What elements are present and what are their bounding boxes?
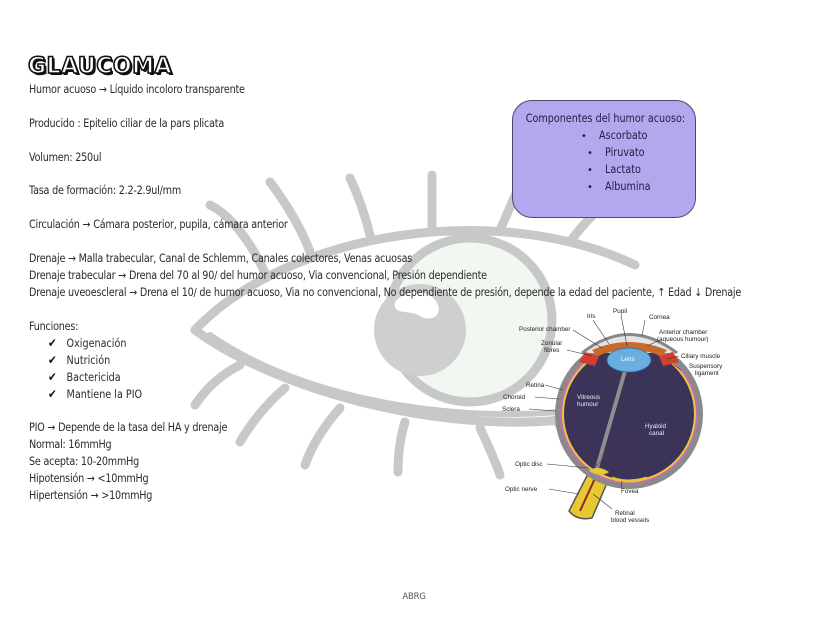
label-optic-disc: Optic disc [515, 461, 543, 468]
label-vitreous: Vitreous [577, 394, 600, 401]
page-title: GLAUCOMA [27, 53, 173, 80]
label-ciliary-muscle: Ciliary muscle [681, 353, 721, 360]
checkmark-icon: ✔ [48, 336, 57, 350]
label-pupil: Pupil [613, 308, 628, 315]
label-aqueous-humour: (aqueous humour) [657, 336, 709, 343]
component-item: •Piruvato [587, 146, 645, 159]
drenaje-trabecular-line: Drenaje trabecular → Drena del 70 al 90∕… [29, 269, 487, 282]
funcion-item: ✔ Nutrición [48, 353, 110, 368]
bullet-icon: • [587, 165, 593, 176]
funcion-label: Nutrición [66, 354, 111, 367]
component-item: •Ascorbato [581, 129, 648, 142]
drenaje-line: Drenaje → Malla trabecular, Canal de Sch… [29, 252, 413, 265]
drenaje-uveoescleral-line: Drenaje uveoescleral → Drena el 10∕ de h… [29, 286, 742, 299]
funcion-item: ✔ Oxigenación [48, 336, 126, 351]
humor-acuoso-line: Humor acuoso → Líquido incoloro transpar… [29, 83, 245, 96]
funciones-heading: Funciones: [29, 320, 79, 333]
tasa-formacion-line: Tasa de formación: 2.2-2.9ul/mm [29, 184, 181, 197]
label-retina: Retina [526, 382, 545, 389]
bullet-icon: • [581, 131, 587, 142]
label-lens: Lens [621, 356, 635, 363]
checkmark-icon: ✔ [48, 353, 57, 367]
eye-anatomy-diagram: Pupil Iris Cornea Posterior chamber Ante… [497, 306, 737, 530]
label-iris: Iris [587, 313, 596, 320]
label-blood-vessels: blood vessels [611, 517, 650, 524]
label-canal: canal [649, 430, 665, 437]
label-fovea: Fovea [621, 488, 639, 495]
funcion-label: Mantiene la PIO [66, 388, 143, 401]
producido-line: Producido : Epitelio ciliar de la pars p… [29, 117, 225, 130]
component-item: •Albumina [587, 180, 651, 193]
pio-line: PIO → Depende de la tasa del HA y drenaj… [29, 421, 228, 434]
label-choroid: Choroid [503, 394, 526, 401]
label-fibres: fibres [544, 347, 560, 354]
label-ligament: ligament [695, 370, 719, 377]
eye-watermark-icon [190, 170, 640, 480]
label-humour: humour [577, 401, 599, 408]
checkmark-icon: ✔ [48, 370, 57, 384]
pio-normal-line: Normal: 16mmHg [29, 438, 112, 451]
eye-cross-section-icon [528, 314, 703, 520]
components-box-title: Componentes del humor acuoso: [525, 112, 686, 125]
label-zonular: Zonular [541, 340, 563, 347]
pio-acepta-line: Se acepta: 10-20mmHg [29, 455, 140, 468]
label-posterior-chamber: Posterior chamber [519, 326, 571, 333]
funcion-item: ✔ Mantiene la PIO [48, 387, 142, 402]
label-cornea: Cornea [649, 314, 670, 321]
component-item: •Lactato [587, 163, 641, 176]
funcion-label: Bactericida [66, 371, 121, 384]
components-box: Componentes del humor acuoso: •Ascorbato… [512, 100, 696, 218]
hipotension-line: Hipotensión → <10mmHg [29, 472, 149, 485]
hipertension-line: Hipertensión → >10mmHg [29, 489, 153, 502]
label-sclera: Sclera [502, 406, 520, 413]
label-anterior-chamber: Anterior chamber [659, 329, 708, 336]
checkmark-icon: ✔ [48, 387, 57, 401]
label-hyaloid: Hyaloid [645, 423, 666, 430]
footer-initials: ABRG [402, 592, 426, 602]
funcion-label: Oxigenación [66, 337, 127, 350]
label-retinal: Retinal [615, 510, 635, 517]
label-optic-nerve: Optic nerve [505, 486, 538, 493]
bullet-icon: • [587, 182, 593, 193]
volumen-line: Volumen: 250ul [29, 151, 102, 164]
circulacion-line: Circulación → Cámara posterior, pupila, … [29, 218, 288, 231]
label-suspensory: Suspensory [689, 363, 723, 370]
funcion-item: ✔ Bactericida [48, 370, 121, 385]
bullet-icon: • [587, 148, 593, 159]
